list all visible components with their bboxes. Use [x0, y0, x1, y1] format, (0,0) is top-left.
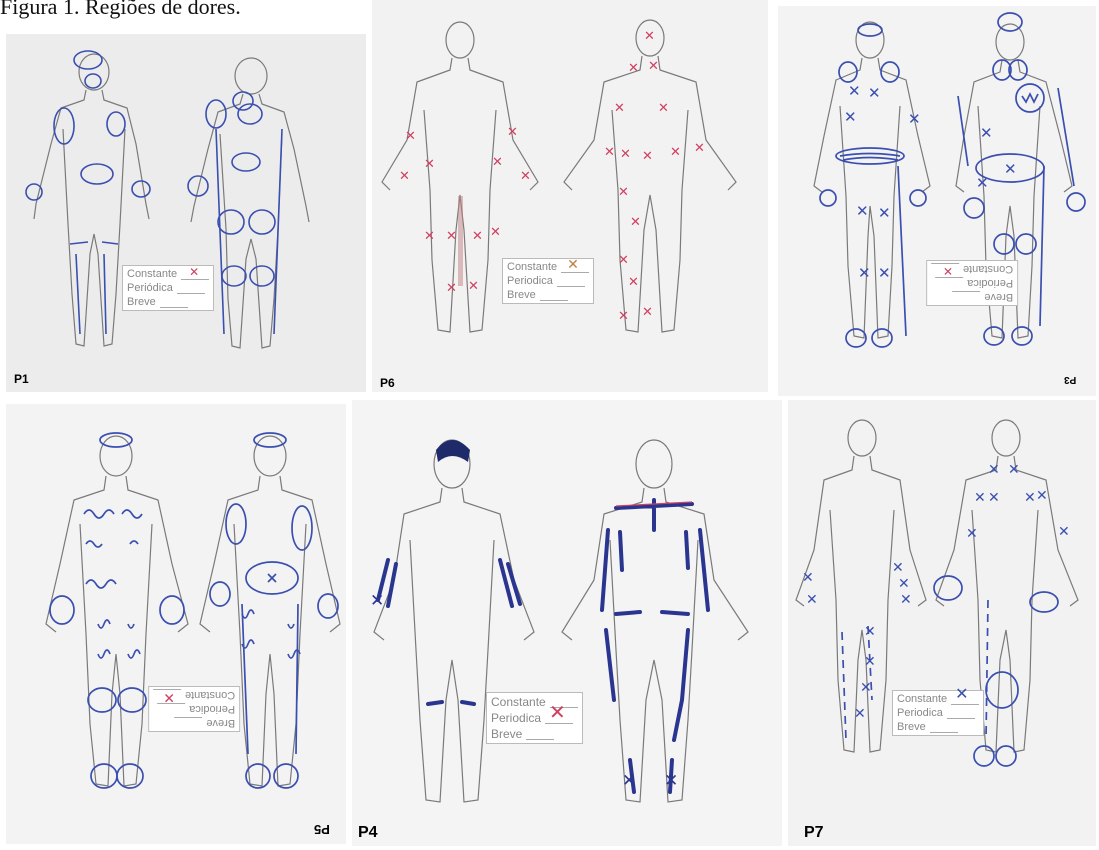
svg-text:✕: ✕ [858, 265, 871, 282]
svg-text:✕: ✕ [864, 623, 876, 639]
svg-text:✕: ✕ [1024, 489, 1036, 505]
figure-caption: Figura 1. Regiões de dores. [0, 0, 241, 20]
svg-text:✕: ✕ [424, 156, 435, 171]
svg-text:✕: ✕ [976, 175, 989, 192]
svg-text:✕: ✕ [618, 252, 629, 267]
panel-label: P6 [380, 376, 395, 390]
svg-text:✕: ✕ [620, 146, 631, 161]
svg-text:✕: ✕ [664, 771, 678, 790]
svg-text:✕: ✕ [618, 184, 629, 199]
svg-text:✕: ✕ [490, 224, 501, 239]
legend-p4: Constante Periodica✕ Breve [486, 692, 583, 744]
panel-label: P5 [314, 822, 330, 837]
panel-p7: ✕✕ ✕✕✕✕ ✕✕ ✕✕✕✕✕ ✕✕✕✕ ✕ Constante✕ Perio… [788, 400, 1096, 846]
svg-text:✕: ✕ [878, 265, 891, 282]
svg-text:✕: ✕ [399, 168, 410, 183]
body-chart-p1 [6, 34, 366, 392]
svg-text:✕: ✕ [622, 771, 636, 790]
x-mark-icon: ✕ [189, 265, 199, 279]
svg-text:✕: ✕ [492, 154, 503, 169]
svg-text:✕: ✕ [628, 60, 639, 75]
svg-text:✕: ✕ [848, 83, 861, 100]
svg-text:✕: ✕ [642, 304, 653, 319]
svg-text:✕: ✕ [980, 125, 993, 142]
svg-text:✕: ✕ [520, 168, 531, 183]
svg-text:✕: ✕ [802, 569, 814, 585]
svg-text:✕: ✕ [472, 228, 483, 243]
svg-text:✕: ✕ [892, 559, 904, 575]
panel-label: P7 [804, 824, 824, 842]
panel-p5: Breve Periodica Constante✕ P5 [6, 404, 346, 844]
svg-text:✕: ✕ [628, 274, 639, 289]
svg-text:✕: ✕ [868, 85, 881, 102]
svg-text:✕: ✕ [806, 591, 818, 607]
legend-p6: Constante✕ Periodica Breve [502, 258, 594, 304]
svg-text:✕: ✕ [900, 591, 912, 607]
svg-text:✕: ✕ [614, 100, 625, 115]
body-chart-p5 [6, 404, 346, 844]
svg-text:✕: ✕ [1058, 523, 1070, 539]
svg-text:✕: ✕ [898, 575, 910, 591]
svg-text:✕: ✕ [618, 308, 629, 323]
svg-text:✕: ✕ [854, 705, 866, 721]
body-chart-p3: ✕ ✕ ✕ ✕ ✕ ✕ ✕ ✕ ✕ ✕ ✕ [778, 6, 1096, 396]
panel-label: P1 [14, 372, 29, 386]
legend-p7: Constante✕ Periodica Breve [892, 690, 984, 736]
svg-text:✕: ✕ [844, 109, 857, 126]
svg-text:✕: ✕ [630, 214, 641, 229]
svg-text:✕: ✕ [1008, 461, 1020, 477]
svg-text:✕: ✕ [446, 280, 457, 295]
svg-text:✕: ✕ [446, 228, 457, 243]
x-mark-icon: ✕ [955, 688, 968, 702]
panel-label: P4 [358, 824, 378, 842]
x-mark-icon: ✕ [163, 691, 175, 705]
body-chart-p6: ✕✕✕ ✕✕✕ ✕✕✕✕ ✕✕ ✕✕✕ ✕✕ ✕✕✕✕✕ ✕✕✕✕ ✕✕ [372, 0, 768, 392]
svg-text:✕: ✕ [644, 28, 655, 43]
svg-text:✕: ✕ [670, 144, 681, 159]
svg-text:✕: ✕ [405, 128, 416, 143]
svg-text:✕: ✕ [604, 144, 615, 159]
panel-p1: Constante✕ Periódica Breve P1 [6, 34, 366, 392]
panel-label: P3 [1064, 374, 1076, 385]
svg-text:✕: ✕ [974, 489, 986, 505]
svg-text:✕: ✕ [878, 205, 891, 222]
svg-text:✕: ✕ [988, 489, 1000, 505]
svg-text:✕: ✕ [1004, 161, 1017, 178]
x-mark-icon: ✕ [567, 257, 579, 271]
svg-text:✕: ✕ [1036, 487, 1048, 503]
svg-text:✕: ✕ [860, 679, 872, 695]
svg-text:✕: ✕ [694, 140, 705, 155]
svg-text:✕: ✕ [856, 203, 869, 220]
legend-p3: Breve Periodica Constante✕ [926, 260, 1018, 306]
svg-text:✕: ✕ [642, 148, 653, 163]
svg-text:✕: ✕ [966, 525, 978, 541]
svg-text:✕: ✕ [908, 111, 921, 128]
svg-text:✕: ✕ [468, 278, 479, 293]
panel-p6: ✕✕✕ ✕✕✕ ✕✕✕✕ ✕✕ ✕✕✕ ✕✕ ✕✕✕✕✕ ✕✕✕✕ ✕✕ Con… [372, 0, 768, 392]
body-chart-p7: ✕✕ ✕✕✕✕ ✕✕ ✕✕✕✕✕ ✕✕✕✕ ✕ [788, 400, 1096, 846]
x-mark-icon: ✕ [943, 264, 953, 278]
body-chart-p4: ✕ ✕ ✕ [352, 400, 782, 846]
legend-p5: Breve Periodica Constante✕ [148, 686, 240, 732]
svg-text:✕: ✕ [507, 124, 518, 139]
x-mark-icon: ✕ [549, 705, 566, 721]
panel-p4: ✕ ✕ ✕ Constante Periodica✕ Breve P4 [352, 400, 782, 846]
svg-text:✕: ✕ [370, 591, 384, 610]
svg-text:✕: ✕ [658, 100, 669, 115]
svg-text:✕: ✕ [988, 461, 1000, 477]
panel-p3: ✕ ✕ ✕ ✕ ✕ ✕ ✕ ✕ ✕ ✕ ✕ Breve Periodica Constante✕… [778, 6, 1096, 396]
legend-p1: Constante✕ Periódica Breve [122, 265, 214, 311]
svg-text:✕: ✕ [648, 58, 659, 73]
svg-text:✕: ✕ [424, 228, 435, 243]
